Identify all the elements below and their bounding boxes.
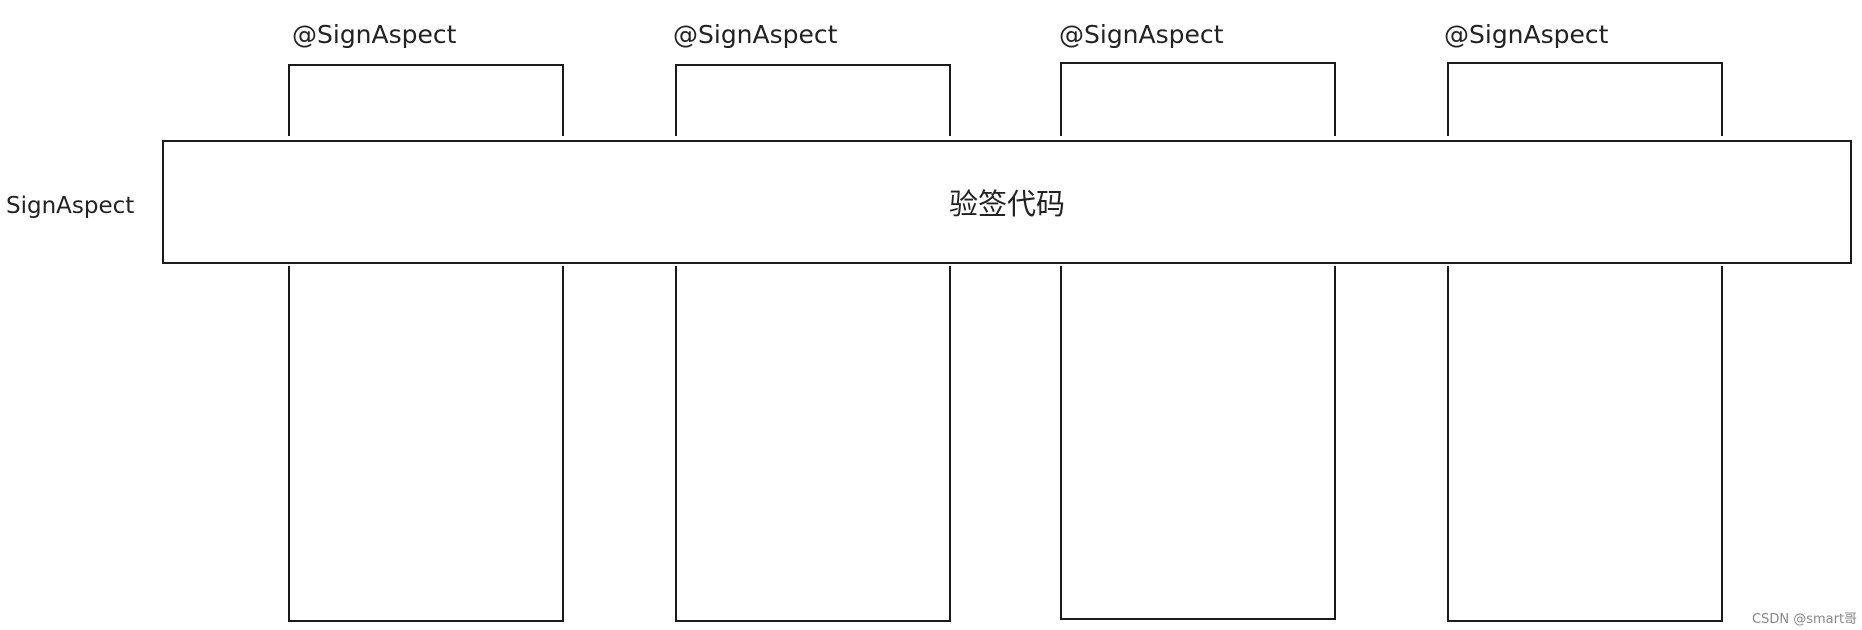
method-1-top-segment (288, 64, 564, 136)
method-2-top-segment (675, 64, 951, 136)
method-3-bottom-segment (1060, 266, 1336, 620)
aspect-bar: 验签代码 (162, 140, 1852, 264)
method-2-bottom-segment (675, 266, 951, 622)
method-3-top-segment (1060, 62, 1336, 136)
method-annotation-2: @SignAspect (673, 20, 838, 49)
method-1-bottom-segment (288, 266, 564, 622)
method-4-top-segment (1447, 62, 1723, 136)
aspect-label: SignAspect (6, 193, 135, 219)
method-annotation-4: @SignAspect (1444, 20, 1609, 49)
method-annotation-3: @SignAspect (1059, 20, 1224, 49)
method-4-bottom-segment (1447, 266, 1723, 622)
aspect-content-text: 验签代码 (948, 187, 1065, 221)
watermark: CSDN @smart哥 (1752, 612, 1858, 627)
method-annotation-1: @SignAspect (292, 20, 457, 49)
